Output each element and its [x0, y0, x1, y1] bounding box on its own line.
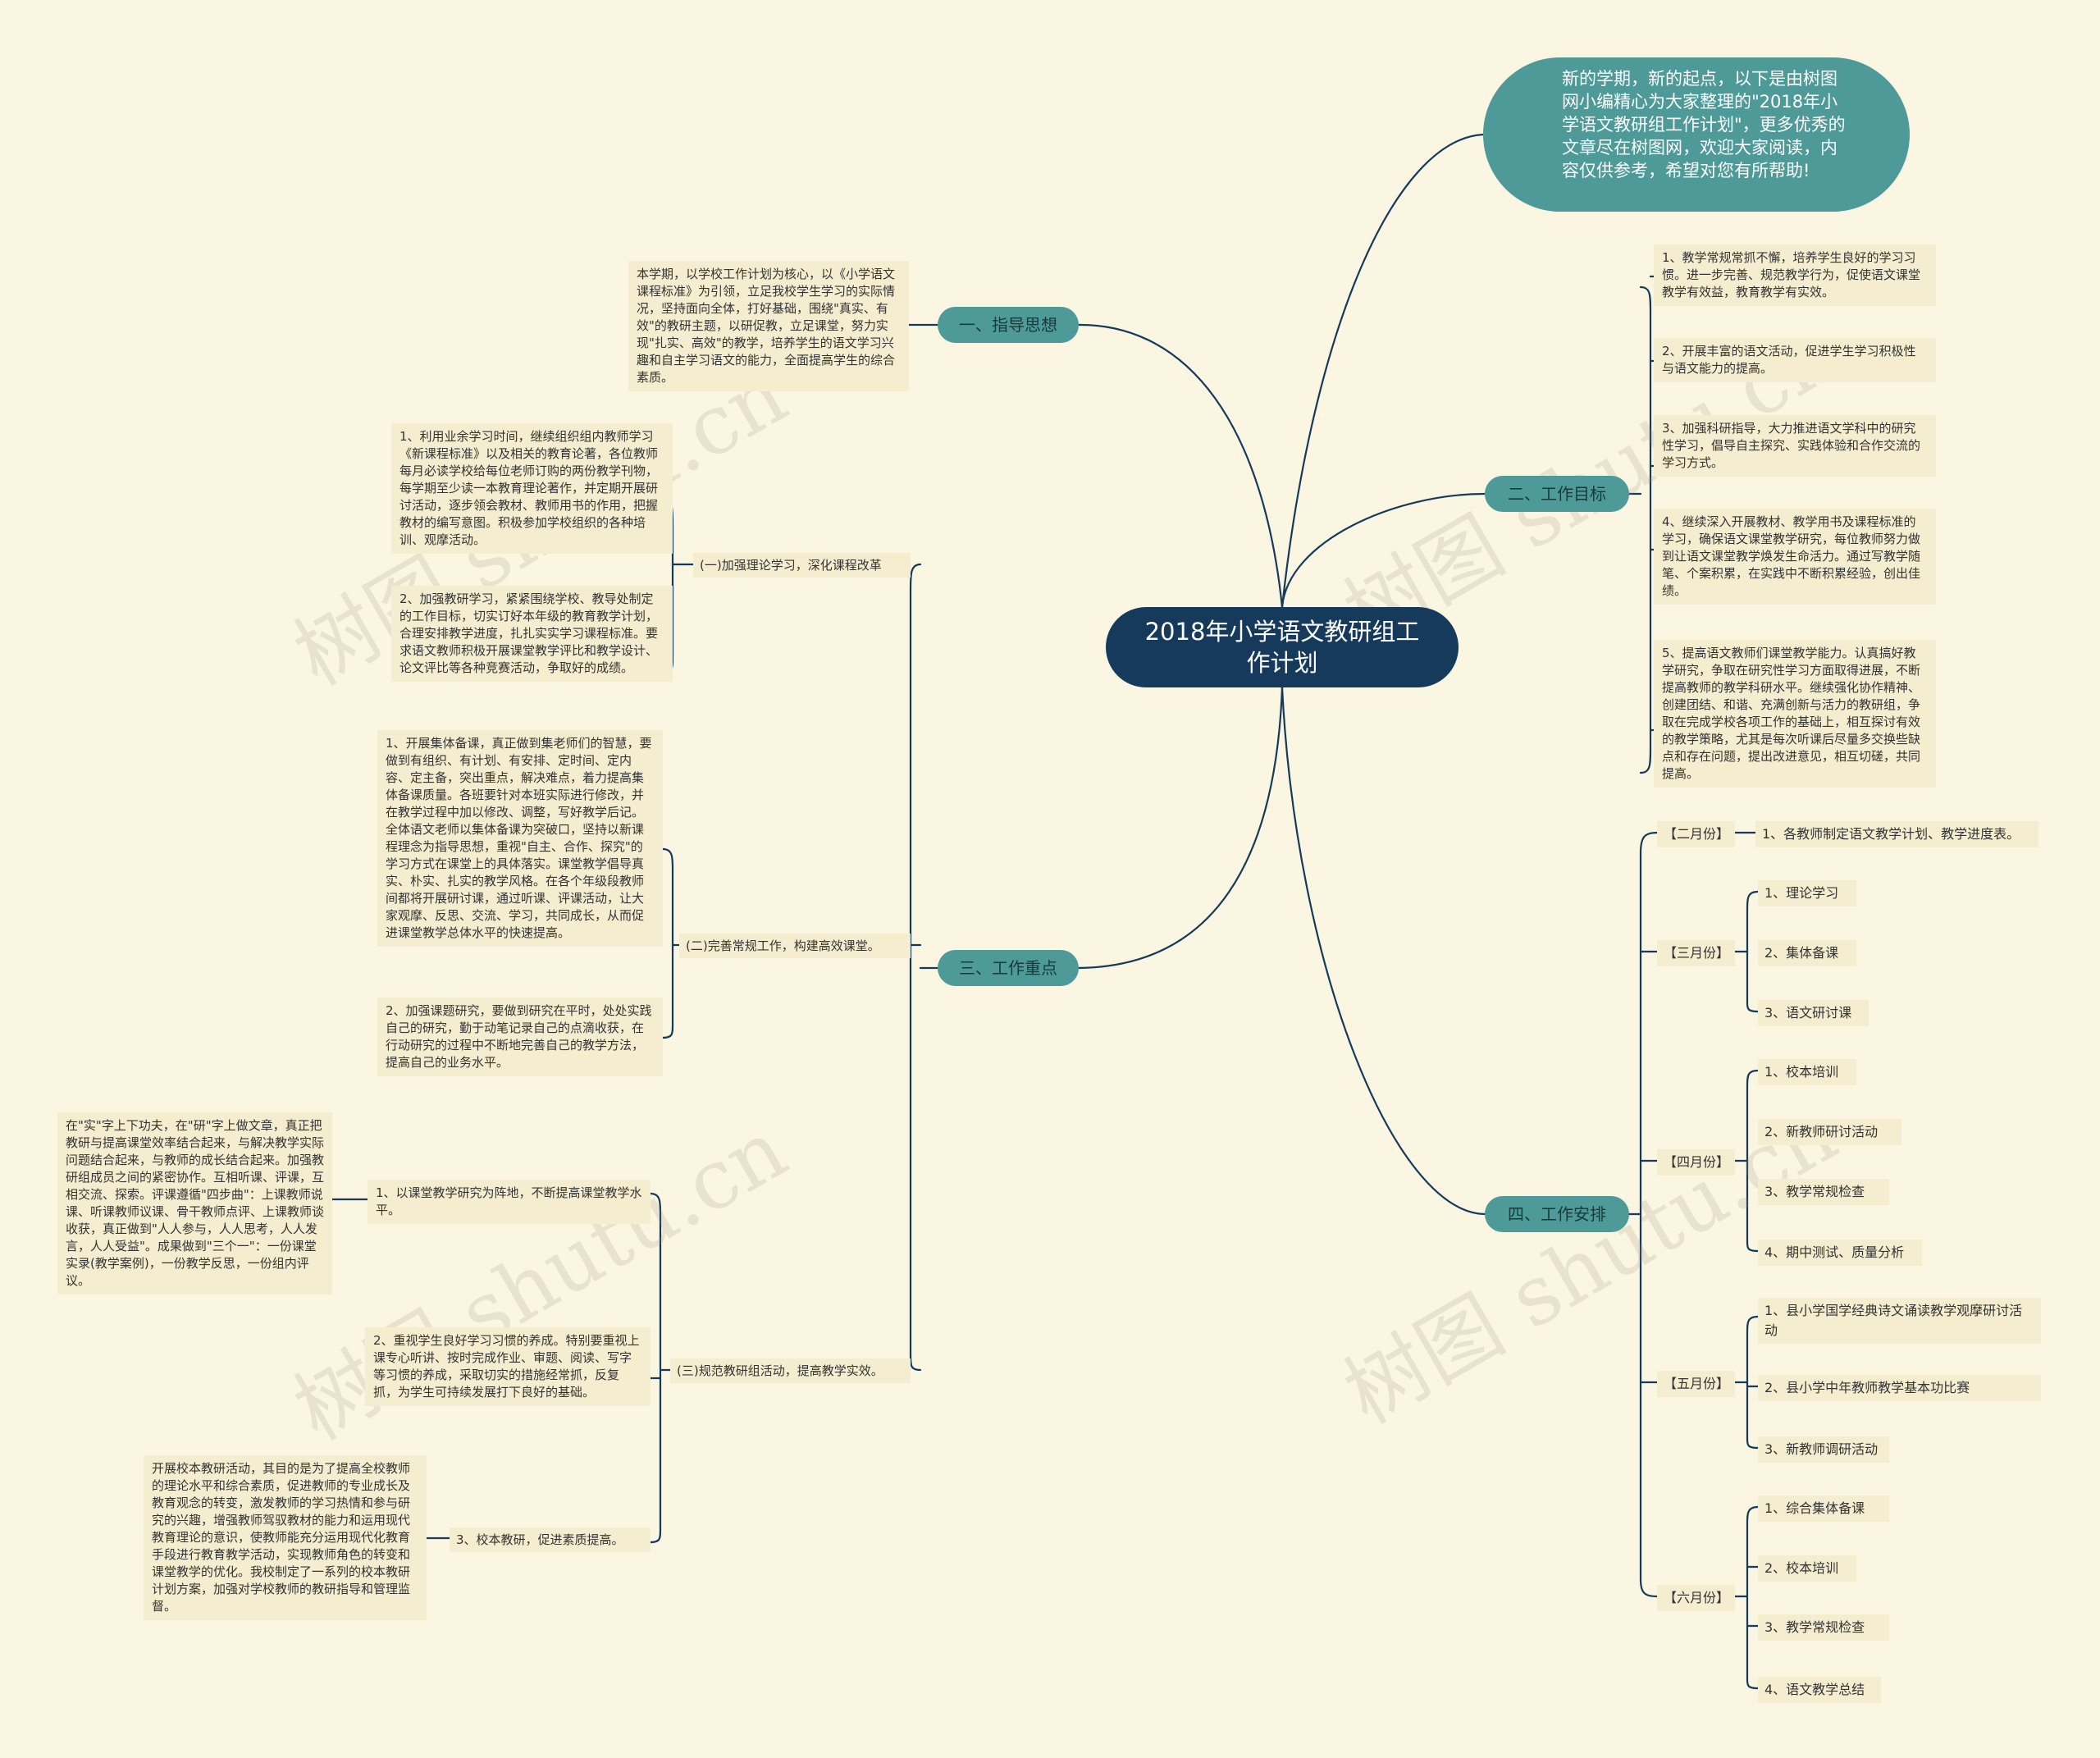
- focus-sub3-item1-detail: 在"实"字上下功夫，在"研"字上做文章，真正把教研与提高课堂效率结合起来，与解决…: [57, 1112, 332, 1295]
- focus-sub3-item3-detail: 开展校本教研活动，其目的是为了提高全校教师的理论水平和综合素质，促进教师的专业成…: [144, 1455, 427, 1620]
- link-sub3-items: [649, 1192, 672, 1544]
- month-feb[interactable]: 【二月份】: [1657, 821, 1735, 847]
- schedule-item: 2、新教师研讨活动: [1758, 1119, 1901, 1145]
- focus-sub3-item3[interactable]: 3、校本教研，促进素质提高。: [450, 1527, 651, 1552]
- schedule-item: 1、县小学国学经典诗文诵读教学观摩研讨活动: [1758, 1298, 2041, 1344]
- goal-item: 1、教学常规常抓不懈，培养学生良好的学习习惯。进一步完善、规范教学行为，促使语文…: [1654, 244, 1936, 306]
- schedule-item: 2、校本培训: [1758, 1555, 1856, 1582]
- focus-sub2-item: 2、加强课题研究，要做到研究在平时，处处实践自己的研究，勤于动笔记录自己的点滴收…: [377, 998, 663, 1076]
- focus-sub2-item: 1、开展集体备课，真正做到集老师们的智慧，要做到有组织、有计划、有安排、定时间、…: [377, 730, 663, 947]
- focus-sub3-label[interactable]: (三)规范教研组活动，提高教学实效。: [670, 1358, 911, 1383]
- focus-sub1-label[interactable]: (一)加强理论学习，深化课程改革: [693, 553, 911, 578]
- branch-guide[interactable]: 一、指导思想: [938, 307, 1079, 343]
- schedule-item: 1、理论学习: [1758, 880, 1856, 906]
- branch-focus[interactable]: 三、工作重点: [938, 950, 1079, 986]
- focus-sub1-item: 2、加强教研学习，紧紧围绕学校、教导处制定的工作目标，切实订好本年级的教育教学计…: [391, 586, 673, 682]
- schedule-item: 1、校本培训: [1758, 1059, 1856, 1085]
- link-mar-items: [1733, 890, 1760, 1013]
- schedule-item: 3、新教师调研活动: [1758, 1436, 1889, 1463]
- goal-item: 5、提高语文教师们课堂教学能力。认真搞好教学研究，争取在研究性学习方面取得进展，…: [1654, 640, 1936, 788]
- link-focus-subs: [909, 563, 939, 1372]
- link-schedule-months: [1628, 831, 1659, 1598]
- intro-node[interactable]: 新的学期，新的起点，以下是由树图网小编精心为大家整理的"2018年小学语文教研组…: [1483, 57, 1910, 212]
- schedule-item: 2、集体备课: [1758, 940, 1856, 966]
- link-root-guide: [1077, 323, 1284, 609]
- goal-item: 3、加强科研指导，大力推进语文学科中的研究性学习，倡导自主探究、实践体验和合作交…: [1654, 415, 1936, 477]
- schedule-item: 3、教学常规检查: [1758, 1179, 1889, 1205]
- link-sub2-items: [661, 847, 681, 1039]
- schedule-item: 3、教学常规检查: [1758, 1614, 1889, 1641]
- guide-text: 本学期，以学校工作计划为核心，以《小学语文课程标准》为引领，立足我校学生学习的实…: [628, 261, 909, 391]
- focus-sub3-item1: 1、以课堂教学研究为阵地，不断提高课堂教学水平。: [368, 1180, 651, 1224]
- focus-sub2-label[interactable]: (二)完善常规工作，构建高效课堂。: [679, 934, 911, 958]
- focus-sub3-item2: 2、重视学生良好学习习惯的养成。特别要重视上课专心听讲、按时完成作业、审题、阅读…: [365, 1327, 651, 1406]
- link-jun-items: [1733, 1505, 1760, 1690]
- focus-sub1-item: 1、利用业余学习时间，继续组织组内教师学习《新课程标准》以及相关的教育论著，各位…: [391, 423, 673, 554]
- link-may-items: [1733, 1315, 1760, 1450]
- month-jun[interactable]: 【六月份】: [1657, 1585, 1735, 1611]
- schedule-item: 1、各教师制定语文教学计划、教学进度表。: [1755, 821, 2038, 847]
- goal-item: 2、开展丰富的语文活动，促进学生学习积极性与语文能力的提高。: [1654, 338, 1936, 382]
- goal-item: 4、继续深入开展教材、教学用书及课程标准的学习，确保语文课堂教学研究，每位教师努…: [1654, 509, 1936, 605]
- link-apr-items: [1733, 1069, 1760, 1253]
- schedule-item: 4、期中测试、质量分析: [1758, 1240, 1922, 1266]
- schedule-item: 3、语文研讨课: [1758, 1000, 1869, 1026]
- link-root-schedule: [1281, 686, 1486, 1216]
- month-apr[interactable]: 【四月份】: [1657, 1149, 1735, 1176]
- branch-schedule[interactable]: 四、工作安排: [1485, 1196, 1629, 1232]
- schedule-item: 4、语文教学总结: [1758, 1677, 1881, 1703]
- schedule-item: 2、县小学中年教师教学基本功比赛: [1758, 1375, 2041, 1401]
- link-root-focus: [1077, 686, 1284, 970]
- link-goals-items: [1628, 275, 1659, 774]
- month-mar[interactable]: 【三月份】: [1657, 940, 1735, 966]
- branch-goals[interactable]: 二、工作目标: [1485, 476, 1629, 512]
- root-node[interactable]: 2018年小学语文教研组工作计划: [1106, 607, 1459, 687]
- schedule-item: 1、综合集体备课: [1758, 1495, 1889, 1522]
- link-root-intro: [1281, 133, 1485, 609]
- link-root-goals: [1281, 492, 1486, 609]
- month-may[interactable]: 【五月份】: [1657, 1371, 1735, 1397]
